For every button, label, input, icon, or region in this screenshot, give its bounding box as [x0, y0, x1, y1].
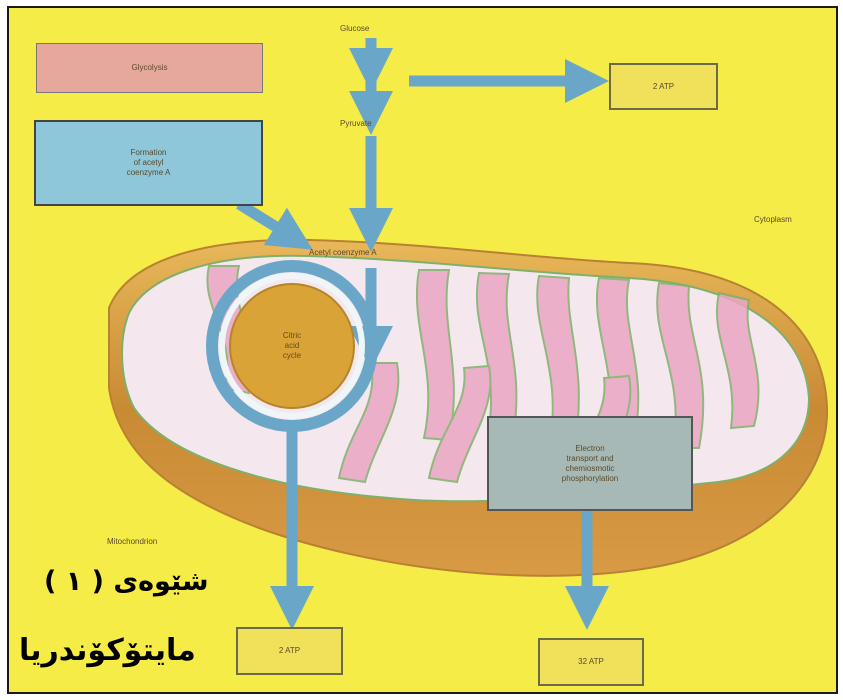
acetyl-coa-label: Acetyl coenzyme A	[309, 248, 377, 257]
mitochondrion-label: Mitochondrion	[107, 537, 157, 546]
citric-acid-cycle-label: Citric acid cycle	[244, 308, 340, 384]
diagram-panel: Glucose Pyruvate Cytoplasm Acetyl coenzy…	[7, 6, 838, 694]
glucose-label: Glucose	[340, 24, 369, 33]
glycolysis-box: Glycolysis	[36, 43, 263, 93]
atp-box-bottom-right: 32 ATP	[538, 638, 644, 686]
figure-number-caption: شێوەی ( ١ )	[44, 566, 209, 597]
figure-title-caption: مایتۆکۆندریا	[19, 633, 196, 668]
electron-transport-box: Electron transport and chemiosmotic phos…	[487, 416, 693, 511]
formation-acetyl-coa-box: Formation of acetyl coenzyme A	[34, 120, 263, 206]
cytoplasm-label: Cytoplasm	[754, 215, 792, 224]
pyruvate-label: Pyruvate	[340, 119, 372, 128]
atp-box-bottom-left: 2 ATP	[236, 627, 343, 675]
atp-box-top: 2 ATP	[609, 63, 718, 110]
